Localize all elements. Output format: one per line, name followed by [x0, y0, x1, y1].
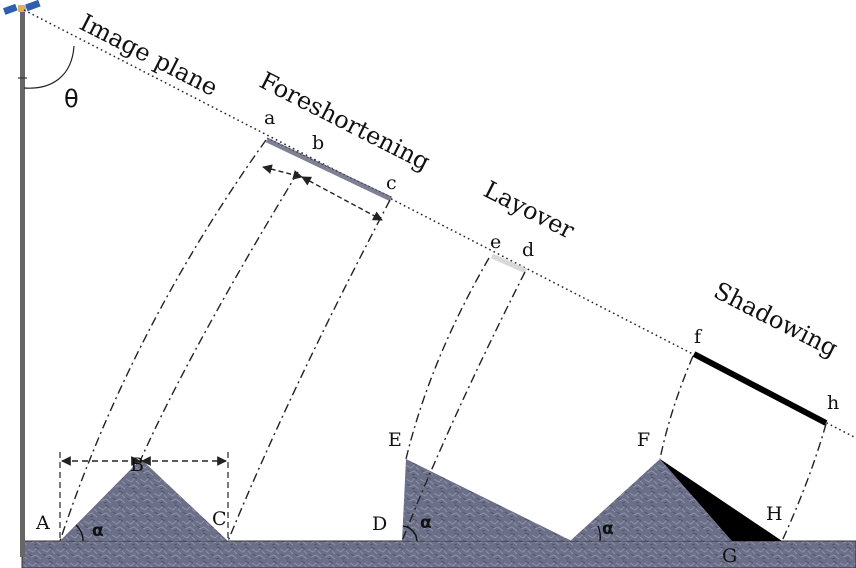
- theta-arc: [23, 45, 75, 89]
- point-D-label: D: [372, 513, 387, 535]
- point-h-label: h: [827, 392, 839, 414]
- ground-dimensions: [59, 452, 229, 541]
- dim-arrow-ab: [262, 164, 303, 180]
- alpha-arc-1: [75, 524, 84, 542]
- theta-label: θ: [64, 85, 79, 113]
- dim-arrow-bc: [301, 176, 383, 221]
- terrain-layover: [402, 459, 572, 541]
- point-B-label: B: [130, 454, 144, 476]
- alpha-label-2: α: [420, 513, 432, 533]
- terrain-foreshortening: [60, 459, 228, 541]
- alpha-arc-3: [597, 525, 601, 542]
- alpha-label-1: α: [92, 521, 104, 541]
- point-F-label: F: [637, 429, 650, 451]
- point-f-label: f: [694, 326, 703, 348]
- mast: [20, 12, 25, 557]
- segment-shadowing: [692, 351, 828, 426]
- point-a-label: a: [264, 107, 275, 129]
- point-H-label: H: [766, 503, 783, 525]
- image-plane-label: Image plane: [75, 8, 222, 101]
- alpha-label-3: α: [602, 519, 614, 539]
- point-A-label: A: [35, 512, 50, 534]
- point-C-label: C: [212, 508, 227, 530]
- point-E-label: E: [388, 429, 402, 451]
- foreshortening-label: Foreshortening: [255, 66, 434, 176]
- shadowing-label: Shadowing: [709, 276, 842, 362]
- point-d-label: d: [522, 239, 534, 261]
- shadow-region: [660, 459, 782, 541]
- point-e-label: e: [490, 231, 501, 253]
- projection-lines: [59, 139, 827, 542]
- point-b-label: b: [312, 132, 324, 154]
- satellite-icon: [2, 0, 41, 15]
- point-G-label: G: [722, 545, 737, 567]
- point-c-label: c: [386, 172, 397, 194]
- segment-layover: [490, 253, 528, 274]
- alpha-arc-2: [402, 525, 418, 542]
